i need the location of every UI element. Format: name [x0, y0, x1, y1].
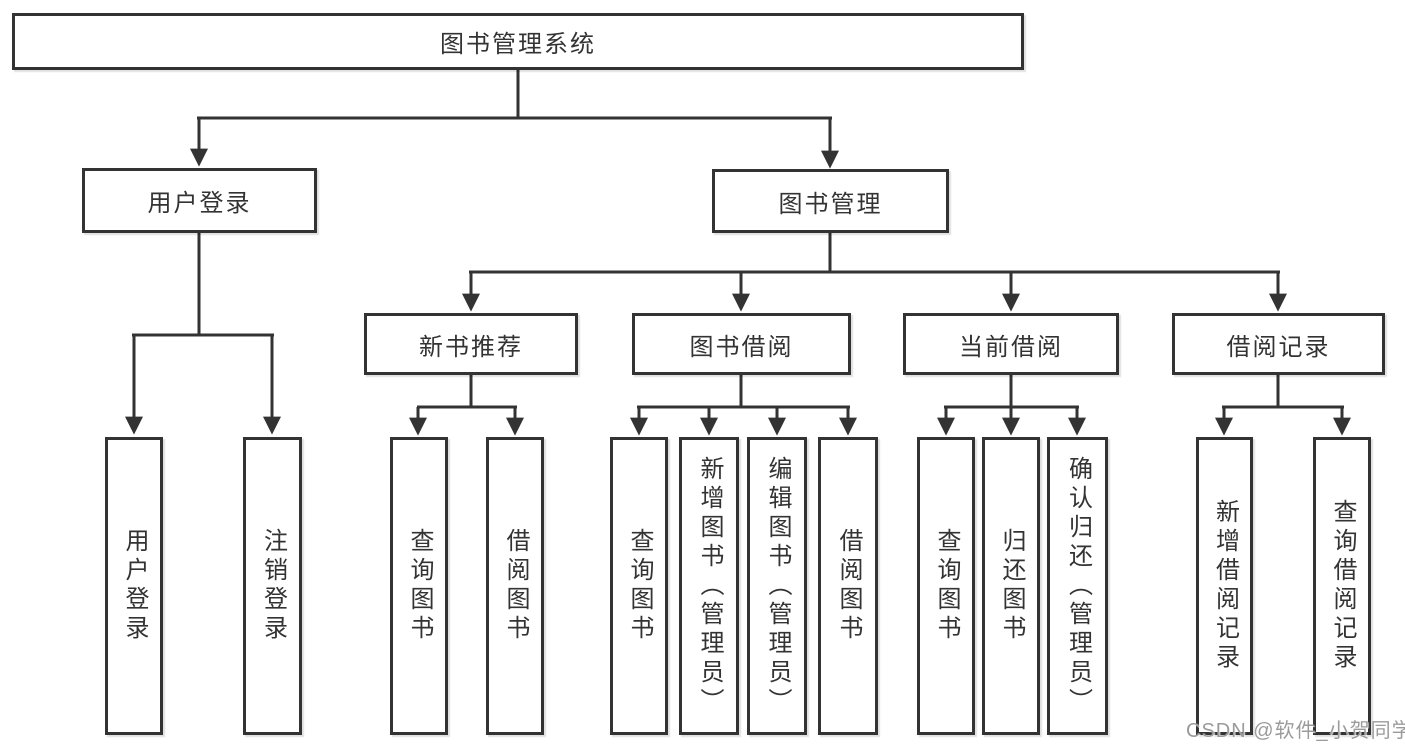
leaf-borrow-books-recommend: 借阅图书 — [486, 437, 544, 735]
leaf-logout: 注销登录 — [243, 437, 302, 735]
leaf-query-borrow-record-label: 查询借阅记录 — [1329, 499, 1356, 673]
leaf-query-books-current-label: 查询图书 — [933, 528, 960, 644]
csdn-watermark: CSDN @软件_小贺同学 — [1186, 720, 1405, 742]
leaf-add-borrow-record-label: 新增借阅记录 — [1211, 499, 1239, 673]
node-book-management: 图书管理 — [712, 169, 949, 233]
node-borrowing-records: 借阅记录 — [1172, 313, 1385, 375]
leaf-logout-label: 注销登录 — [259, 528, 287, 644]
node-new-book-recommend: 新书推荐 — [364, 313, 578, 375]
leaf-query-books-recommend-label: 查询图书 — [406, 528, 433, 644]
leaf-user-login: 用户登录 — [105, 437, 163, 735]
leaf-edit-book-admin: 编辑图书（管理员） — [747, 437, 807, 735]
leaf-add-borrow-record: 新增借阅记录 — [1196, 437, 1253, 735]
leaf-add-book-admin-label: 新增图书（管理员） — [696, 455, 723, 717]
leaf-edit-book-admin-label: 编辑图书（管理员） — [764, 455, 791, 717]
leaf-query-books-current: 查询图书 — [917, 437, 975, 735]
leaf-query-borrow-record: 查询借阅记录 — [1313, 437, 1371, 735]
leaf-borrow-books-borrowing-label: 借阅图书 — [835, 528, 862, 644]
node-book-borrowing: 图书借阅 — [632, 313, 851, 375]
leaf-add-book-admin: 新增图书（管理员） — [679, 437, 739, 735]
leaf-return-books: 归还图书 — [982, 437, 1040, 735]
leaf-query-books-borrowing: 查询图书 — [610, 437, 668, 735]
leaf-confirm-return-admin-label: 确认归还（管理员） — [1064, 455, 1092, 717]
leaf-query-books-recommend: 查询图书 — [390, 437, 448, 735]
leaf-return-books-label: 归还图书 — [998, 528, 1025, 644]
leaf-borrow-books-recommend-label: 借阅图书 — [502, 528, 529, 644]
node-current-borrowing: 当前借阅 — [903, 313, 1119, 375]
leaf-borrow-books-borrowing: 借阅图书 — [818, 437, 878, 735]
node-user-login: 用户登录 — [82, 168, 317, 233]
leaf-query-books-borrowing-label: 查询图书 — [626, 528, 653, 644]
node-library-management-system: 图书管理系统 — [12, 13, 1024, 70]
leaf-user-login-label: 用户登录 — [121, 528, 148, 644]
leaf-confirm-return-admin: 确认归还（管理员） — [1047, 437, 1108, 735]
